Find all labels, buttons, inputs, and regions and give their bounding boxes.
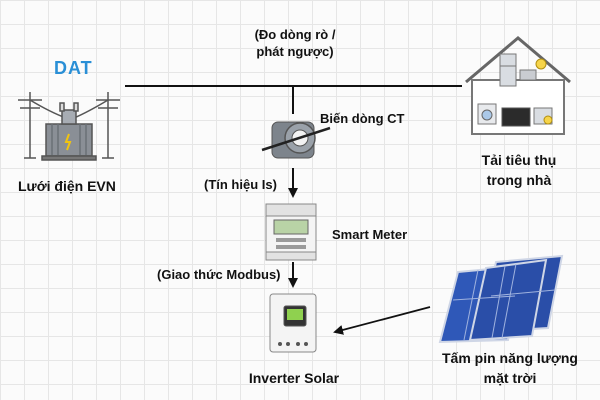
house-label-line2: trong nhà bbox=[486, 172, 552, 188]
solar-label-line2: mặt trời bbox=[483, 370, 537, 386]
electric-meter-icon bbox=[265, 203, 317, 261]
ct-label: Biến dòng CT bbox=[320, 111, 405, 126]
measure-annotation-line2: phát ngược) bbox=[256, 44, 334, 59]
signal-annotation: (Tín hiệu Is) bbox=[204, 177, 277, 192]
measure-annotation: (Đo dòng rò / phát ngược) bbox=[240, 26, 350, 60]
measure-annotation-line1: (Đo dòng rò / bbox=[254, 27, 336, 42]
transmission-tower-transformer-icon bbox=[18, 92, 120, 161]
current-transformer-icon bbox=[261, 121, 331, 159]
smart-meter-label: Smart Meter bbox=[332, 227, 408, 242]
house-with-appliances-icon bbox=[465, 36, 571, 135]
arrow-solar-to-inverter bbox=[333, 306, 431, 335]
grid-label: Lưới điện EVN bbox=[18, 178, 116, 194]
solar-label-line1: Tấm pin năng lượng bbox=[442, 350, 578, 366]
solar-inverter-icon bbox=[269, 293, 317, 353]
modbus-annotation: (Giao thức Modbus) bbox=[157, 267, 281, 282]
house-label-line1: Tải tiêu thụ bbox=[481, 152, 557, 168]
dat-logo: DAT bbox=[54, 58, 93, 78]
house-label: Tải tiêu thụ trong nhà bbox=[464, 150, 574, 190]
solar-label: Tấm pin năng lượng mặt trời bbox=[434, 348, 586, 388]
inverter-label: Inverter Solar bbox=[248, 370, 340, 386]
solar-panels-icon bbox=[438, 254, 564, 344]
